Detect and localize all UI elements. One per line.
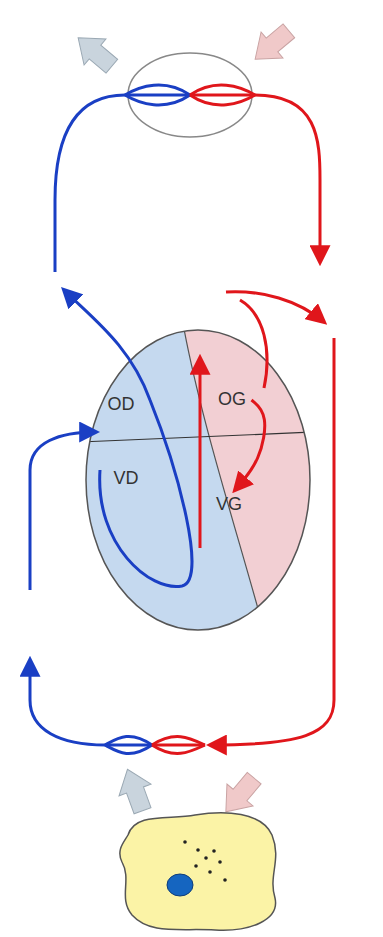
gas-out-arrow: [67, 25, 123, 79]
aortic-flow: [199, 358, 202, 548]
lung-capillaries: [125, 53, 255, 137]
gas-in-arrow: [244, 18, 300, 72]
chamber-label: VG: [212, 491, 247, 519]
chamber-name: VG: [216, 495, 242, 515]
vena-cava: [30, 432, 96, 590]
blood-flow-arrow: [235, 400, 265, 490]
chamber-name: OD: [108, 395, 135, 415]
body-cell: [120, 813, 276, 930]
tissue-capillaries: [105, 736, 205, 753]
chamber-label: OG: [214, 386, 251, 414]
pulmonary-artery: [55, 95, 125, 272]
chamber-label: OD: [104, 391, 139, 419]
systemic-vein: [30, 660, 105, 745]
chamber-label: VD: [109, 465, 143, 493]
pulmonary-vein: [255, 95, 320, 262]
gas-out-arrow: [112, 764, 159, 817]
aorta: [226, 292, 324, 322]
chamber-name: VD: [113, 469, 138, 489]
systemic-artery: [210, 338, 334, 745]
venous-flow: [64, 290, 192, 587]
heart: [80, 318, 320, 645]
chamber-name: OG: [218, 390, 246, 410]
arterial-flow: [240, 300, 267, 388]
